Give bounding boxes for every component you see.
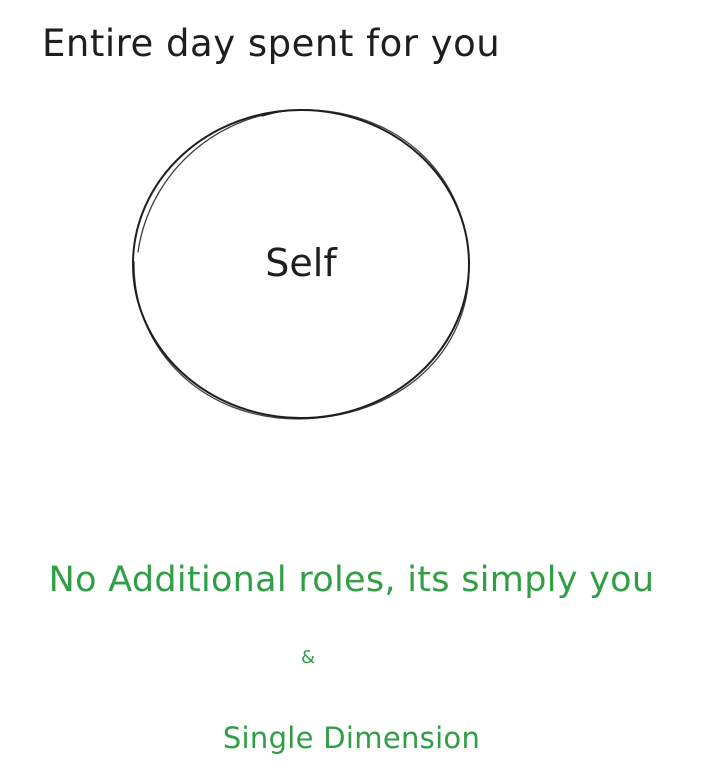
- dimension-note: Single Dimension: [222, 721, 481, 755]
- self-label: Self: [265, 241, 338, 285]
- diagram-title: Entire day spent for you: [42, 22, 501, 65]
- roles-note: No Additional roles, its simply you: [48, 560, 655, 600]
- self-circle: [132, 109, 470, 420]
- ampersand-separator: &: [300, 647, 316, 668]
